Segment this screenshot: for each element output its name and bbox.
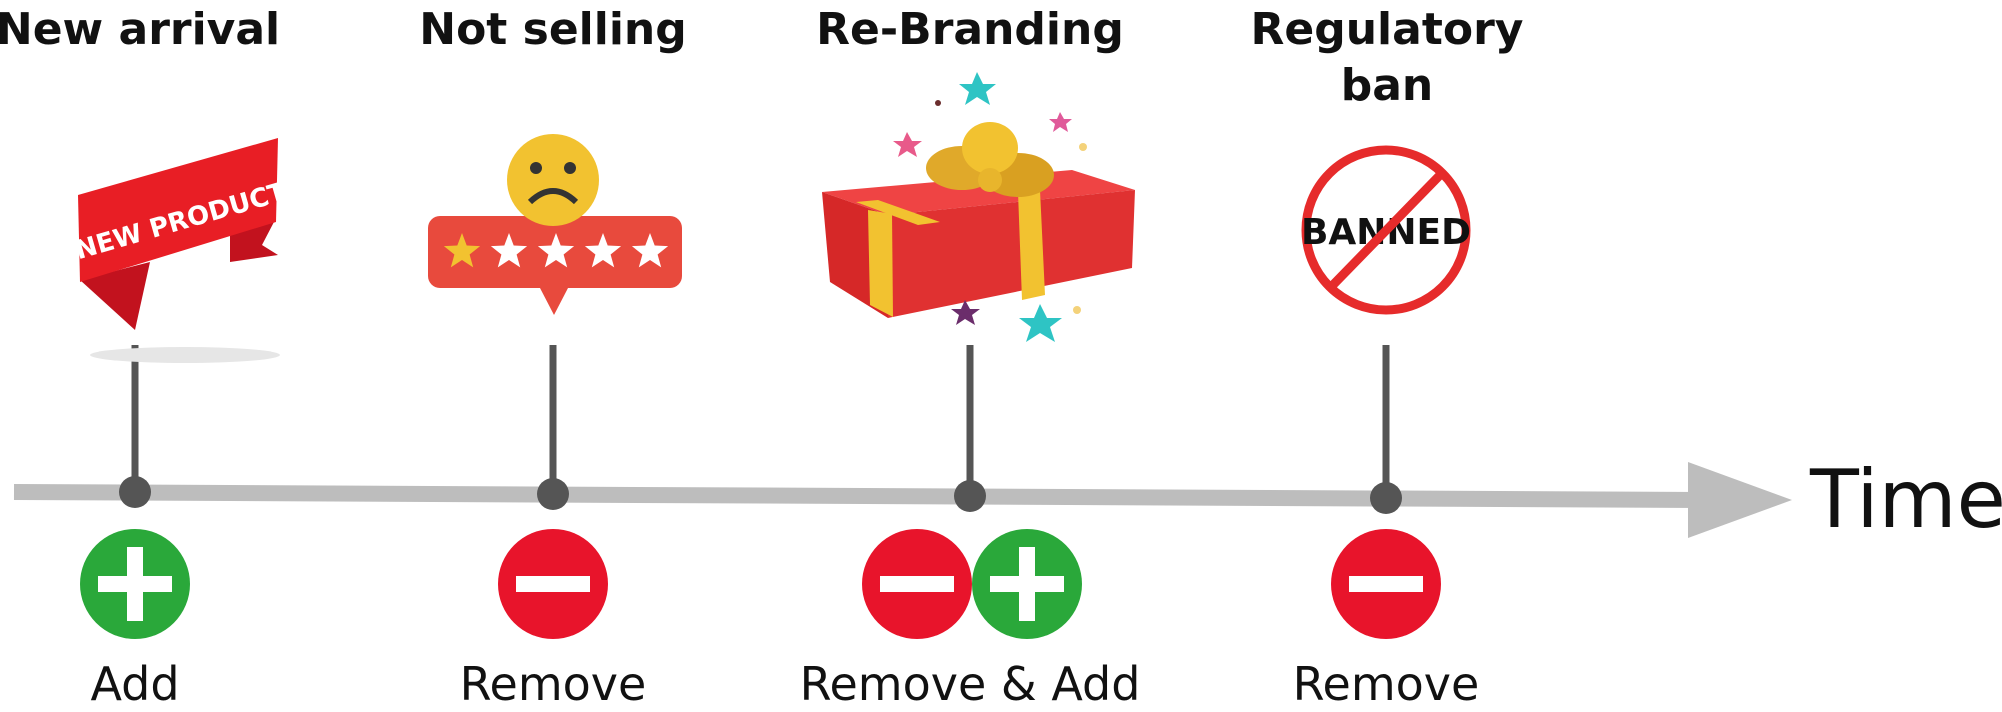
- minus-sign-remove-regulatory-ban: [1331, 529, 1441, 639]
- event-title-re-branding: Re-Branding: [816, 4, 1124, 55]
- plus-sign-add: [80, 529, 190, 639]
- time-axis-label: Time: [1810, 453, 2002, 546]
- event-title-regulatory-ban: Regulatory ban: [1250, 4, 1524, 111]
- marker-dot-new-arrival: [119, 476, 151, 508]
- event-stems: [119, 345, 1402, 514]
- star-empty-icon: [537, 233, 575, 268]
- sad-face-icon: [507, 134, 599, 226]
- marker-dot-not-selling: [537, 478, 569, 510]
- event-title-not-selling: Not selling: [419, 4, 687, 55]
- action-label-add: Add: [90, 657, 180, 711]
- plus-sign-add-re-branding: [972, 529, 1082, 639]
- star-empty-icon: [490, 233, 528, 268]
- new-product-banner-icon: NEW PRODUCT: [72, 138, 290, 363]
- star-empty-icon: [584, 233, 622, 268]
- event-title-new-arrival: New arrival: [0, 4, 281, 55]
- time-axis: [13, 462, 1792, 538]
- minus-sign-remove-not-selling: [498, 529, 608, 639]
- rating-stars: [443, 233, 669, 268]
- action-label-remove-and-add: Remove & Add: [799, 657, 1141, 711]
- banned-sign-icon: BANNED: [1301, 145, 1471, 315]
- marker-dot-regulatory-ban: [1370, 482, 1402, 514]
- minus-sign-remove-re-branding: [862, 529, 972, 639]
- marker-dot-re-branding: [954, 480, 986, 512]
- time-axis-line: [13, 484, 1701, 508]
- star-filled-icon: [443, 233, 481, 268]
- time-axis-arrowhead: [1688, 462, 1792, 538]
- action-label-remove-regulatory-ban: Remove: [1292, 657, 1480, 711]
- sad-rating-icon: [428, 134, 682, 315]
- gift-box-icon: [822, 72, 1135, 342]
- star-empty-icon: [631, 233, 669, 268]
- action-label-remove-not-selling: Remove: [459, 657, 647, 711]
